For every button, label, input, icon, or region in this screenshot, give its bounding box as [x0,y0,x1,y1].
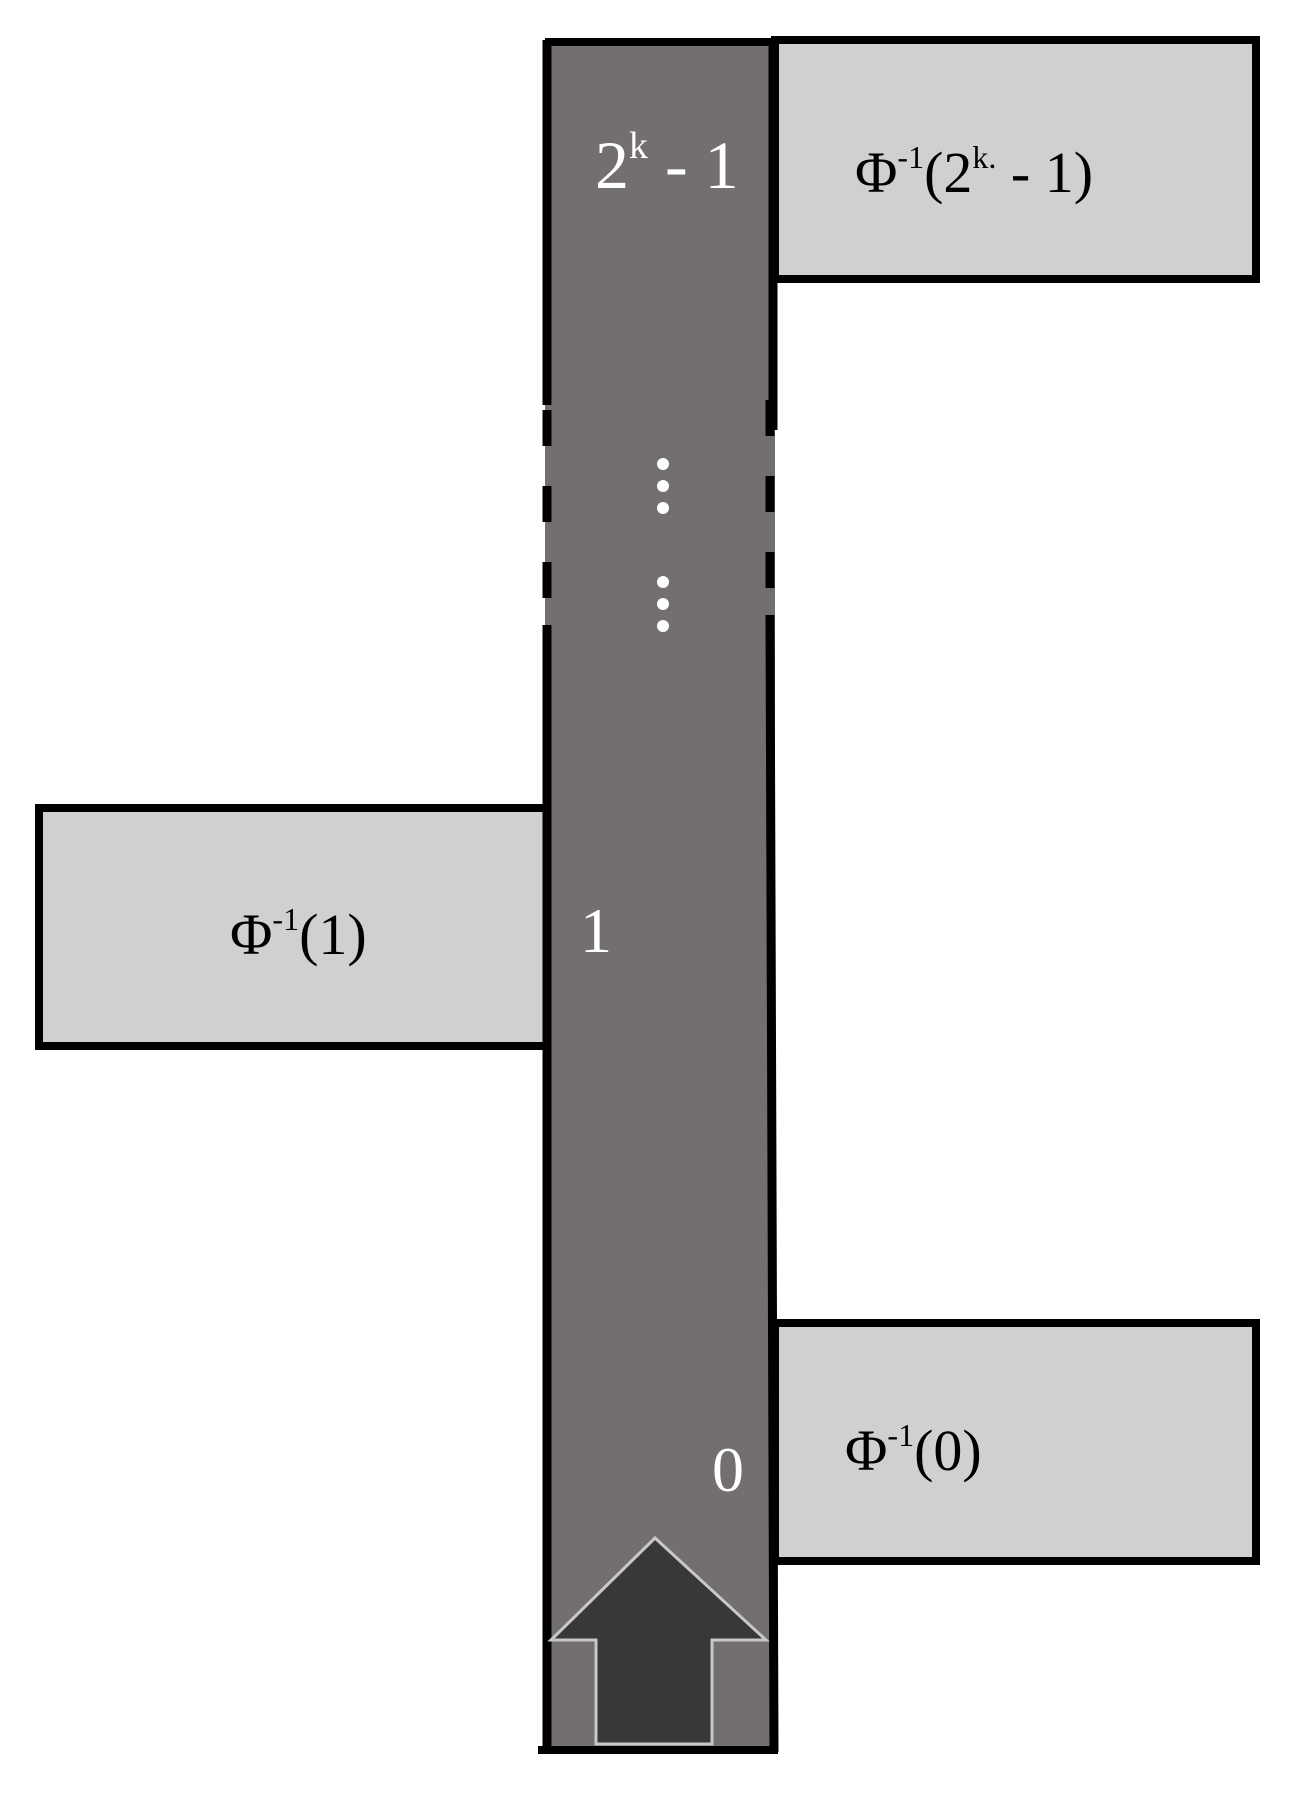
column-right-border-lower [765,614,779,1753]
index-label-zero: 0 [712,1434,744,1505]
ellipsis-upper-icon [657,458,669,514]
box-zero [771,1319,1260,1565]
box-one-label: Φ-1(1) [230,901,367,967]
ellipsis-lower-icon [657,576,669,632]
box-one [35,804,553,1050]
index-label-top: 2k - 1 [595,125,739,203]
ellipsis-dot [657,576,669,588]
ellipsis-dot [657,480,669,492]
ellipsis-dot [657,620,669,632]
up-arrow-icon [547,1535,770,1746]
index-column [545,40,775,1752]
box-zero-label: Φ-1(0) [845,1417,982,1483]
ellipsis-dot [657,502,669,514]
ellipsis-dot [657,598,669,610]
index-label-one: 1 [580,895,612,966]
ellipsis-dot [657,458,669,470]
box-top-label: Φ-1(2k. - 1) [855,139,1093,205]
